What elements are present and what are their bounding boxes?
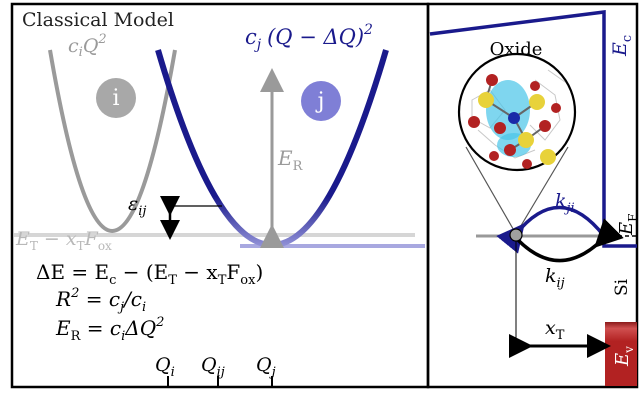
equation-r2: R2 = cj/ci [55, 286, 146, 315]
title: Classical Model [22, 9, 174, 31]
oxide-defect-molecule-image [468, 69, 566, 169]
kji-label: kji [555, 190, 575, 216]
right-panel-frame [426, 2, 639, 389]
ev-label: Ev [612, 346, 636, 367]
et-label: ET − xTFox [15, 228, 112, 253]
kij-arrow [516, 218, 624, 263]
trap-site-dot [509, 228, 523, 242]
si-label: Si [612, 278, 632, 296]
equation-er: ER = ciΔQ2 [55, 315, 164, 344]
parabola-i [48, 49, 177, 233]
q-i-label: Qi [155, 354, 175, 380]
state-i-circle [96, 78, 136, 118]
state-i-label: i [112, 86, 119, 111]
equation-delta-e: ΔE = Ec − (ET − xTFox) [36, 260, 263, 288]
er-label: ER [277, 146, 304, 174]
state-j-circle [301, 81, 341, 121]
kij-label: kij [545, 265, 565, 291]
parabola-j-label: cj(Q − ΔQ)2 [245, 22, 373, 53]
zoom-line-right [515, 146, 569, 235]
ef-label: EF [616, 214, 640, 236]
oxide-label: Oxide [490, 39, 543, 60]
q-j-label: Qj [256, 354, 276, 380]
state-j-label: j [315, 89, 325, 114]
zoom-line-left [465, 146, 517, 235]
ec-label: Ec [609, 35, 635, 57]
eps-label: εij [128, 193, 146, 219]
parabola-i-label: ciQ2 [68, 32, 107, 60]
xt-label: xT [545, 317, 565, 343]
q-ij-label: Qij [201, 354, 225, 380]
